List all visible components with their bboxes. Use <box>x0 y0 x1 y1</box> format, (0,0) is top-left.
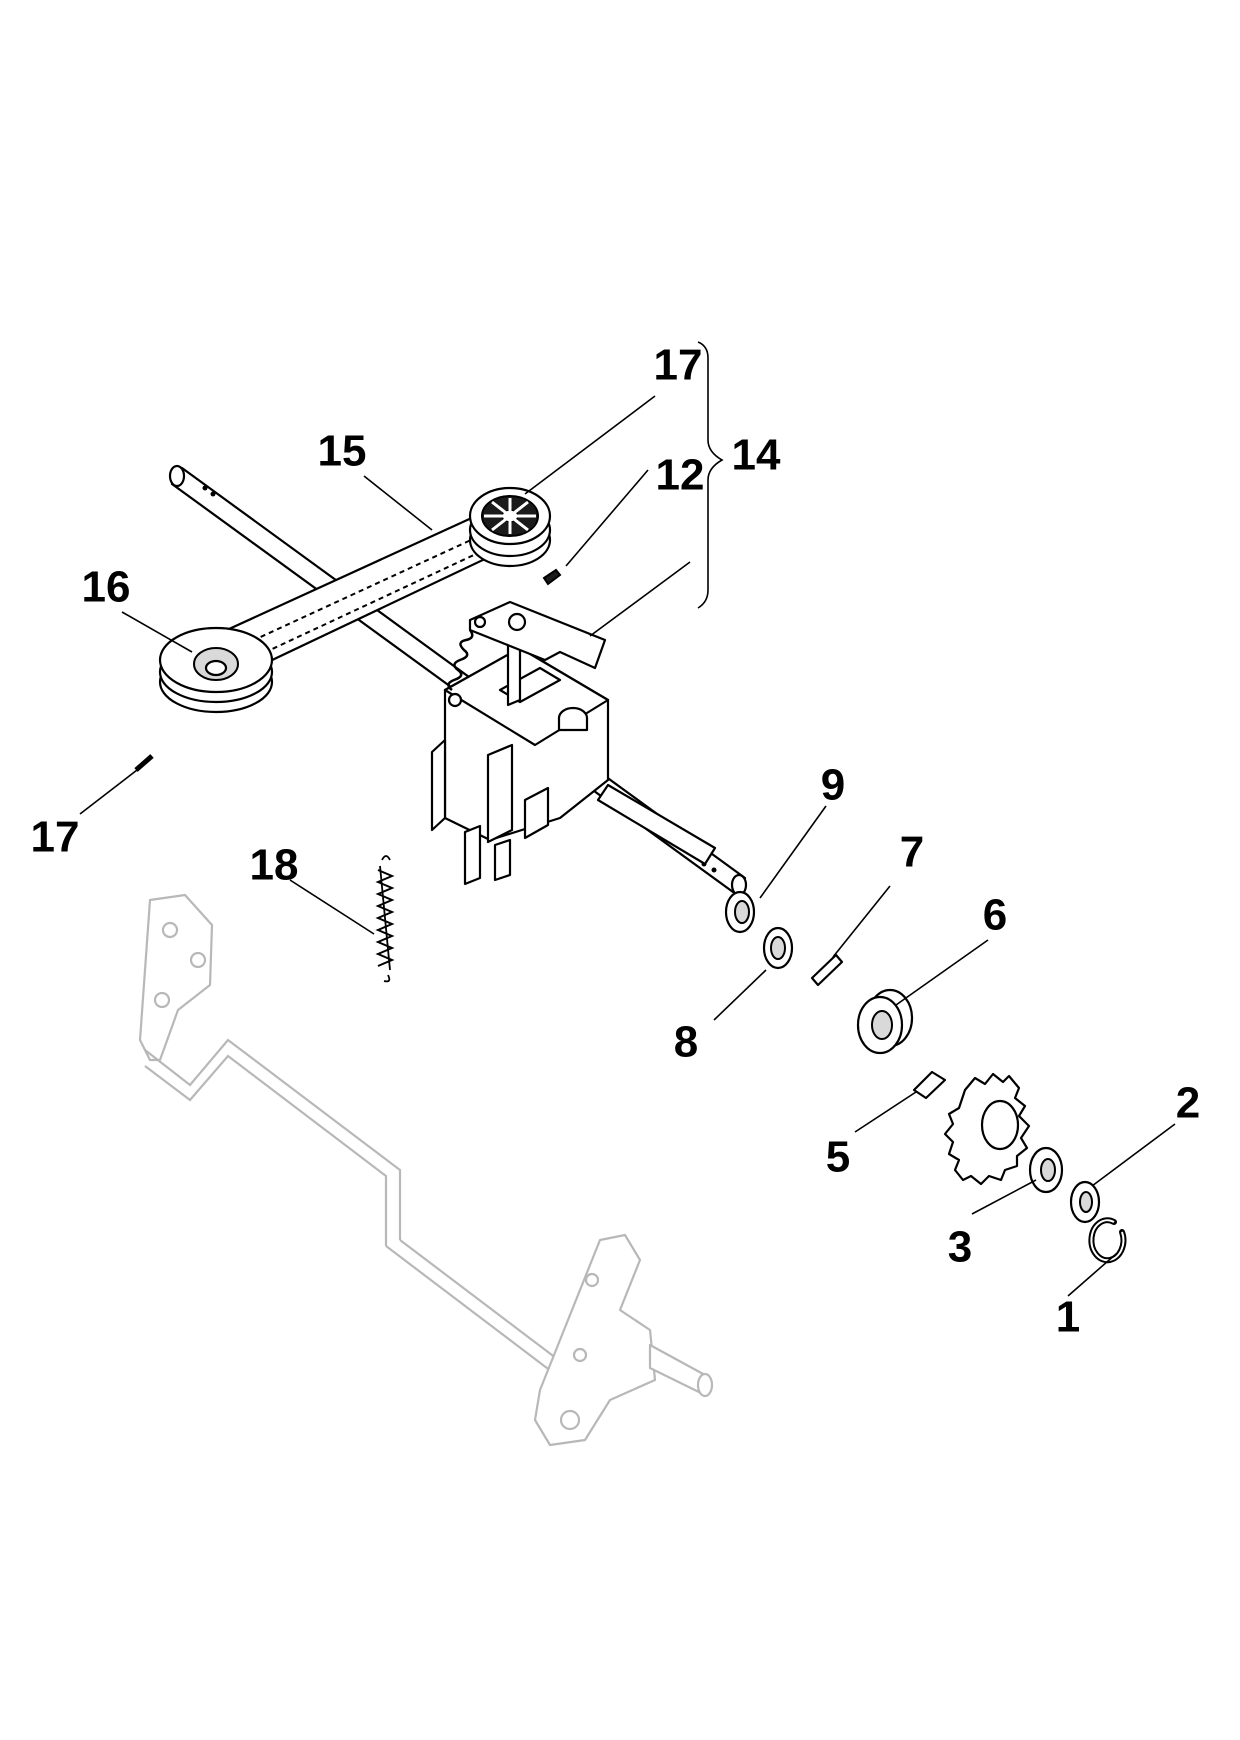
callout-16: 16 <box>82 563 131 612</box>
pin-12 <box>542 568 562 586</box>
rear-pulley <box>468 486 552 568</box>
leader-lines <box>79 395 1176 1297</box>
callout-8: 8 <box>674 1018 698 1067</box>
lever-frame-assembly <box>138 893 714 1447</box>
washer-8 <box>762 926 794 970</box>
key-5 <box>912 1070 947 1100</box>
callout-13: 17 <box>654 341 703 390</box>
callout-9: 9 <box>821 761 845 810</box>
callout-15: 15 <box>318 427 367 476</box>
circlip-1 <box>1088 1217 1127 1264</box>
bushing-6 <box>856 988 914 1055</box>
callout-17: 17 <box>31 813 80 862</box>
drive-gear <box>943 1072 1031 1186</box>
washer-3 <box>1028 1146 1064 1194</box>
front-pulley <box>158 626 274 714</box>
washer-2 <box>1069 1180 1101 1224</box>
pin-7 <box>810 953 844 987</box>
gearbox-housing <box>430 600 717 886</box>
callout-12: 12 <box>656 451 705 500</box>
callout-14: 14 <box>732 431 781 480</box>
callout-labels: 17 15 14 12 16 9 17 18 7 6 8 2 5 3 1 <box>31 341 1201 1342</box>
callout-2: 2 <box>1176 1079 1200 1128</box>
extension-spring <box>375 855 395 983</box>
callout-7: 7 <box>900 828 924 877</box>
callout-5: 5 <box>826 1133 850 1182</box>
pin-17 <box>134 754 154 772</box>
group-bracket-14 <box>697 341 724 609</box>
washer-9 <box>724 890 756 934</box>
callout-18: 18 <box>250 841 299 890</box>
callout-1: 1 <box>1056 1293 1080 1342</box>
callout-3: 3 <box>948 1223 972 1272</box>
callout-6: 6 <box>983 891 1007 940</box>
